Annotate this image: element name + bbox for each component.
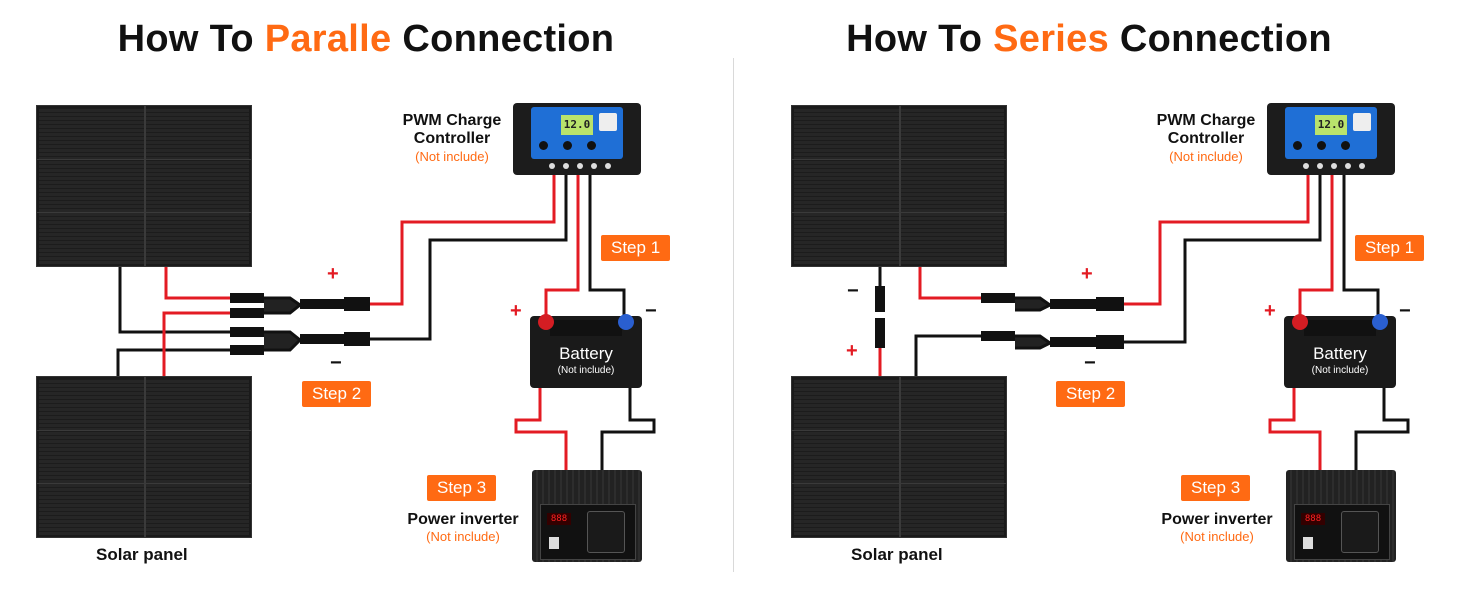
usb-port-icon: [1353, 113, 1371, 131]
inverter-display: 888: [1301, 513, 1325, 525]
battery: Battery (Not include): [1284, 314, 1396, 388]
step-3-badge: Step 3: [1181, 475, 1251, 501]
power-inverter: 888: [532, 470, 642, 562]
controller-lcd: 12.0: [561, 115, 593, 135]
parallel-wiring: [116, 175, 656, 472]
solar-panel-bottom: [36, 376, 252, 538]
solar-panel-bottom: [791, 376, 1007, 538]
controller-button: [1317, 141, 1326, 150]
controller-lcd: 12.0: [1315, 115, 1347, 135]
positive-sign: +: [1081, 263, 1093, 285]
controller-note: (Not include): [1169, 149, 1243, 164]
battery-name: Battery: [559, 344, 613, 363]
inverter-note: (Not include): [1180, 529, 1254, 544]
negative-sign: −: [330, 352, 342, 374]
battery-negative-sign: −: [1399, 300, 1411, 322]
series-title: How To Series Connection: [846, 18, 1332, 60]
battery-positive-sign: +: [1264, 300, 1276, 322]
negative-sign: −: [1084, 352, 1096, 374]
controller-button: [563, 141, 572, 150]
battery-note: (Not include): [1311, 365, 1369, 376]
battery: Battery (Not include): [530, 314, 642, 388]
controller-button: [1293, 141, 1302, 150]
step-2-badge: Step 2: [302, 381, 372, 407]
controller-note: (Not include): [415, 149, 489, 164]
step-1-badge: Step 1: [1355, 235, 1425, 261]
positive-terminal-icon: [1292, 314, 1308, 330]
outlet-icon: [1341, 511, 1379, 553]
power-inverter: 888: [1286, 470, 1396, 562]
solar-panel-top: [36, 105, 252, 267]
charge-controller: 12.0: [1267, 103, 1395, 175]
negative-terminal-icon: [618, 314, 634, 330]
charge-controller: 12.0: [513, 103, 641, 175]
step-3-badge: Step 3: [427, 475, 497, 501]
inverter-label: Power inverter (Not include): [1152, 511, 1282, 544]
series-positive-sign: +: [846, 340, 858, 362]
section-divider: [733, 58, 734, 572]
step-2-badge: Step 2: [1056, 381, 1126, 407]
solar-panel-label: Solar panel: [851, 545, 943, 564]
power-switch-icon: [549, 537, 559, 549]
step-1-badge: Step 1: [601, 235, 671, 261]
parallel-section: How To Paralle Connection Solar panel: [36, 18, 671, 564]
controller-button: [587, 141, 596, 150]
outlet-icon: [587, 511, 625, 553]
positive-terminal-icon: [538, 314, 554, 330]
controller-button: [539, 141, 548, 150]
series-section: How To Series Connection Solar panel: [755, 0, 1464, 600]
power-switch-icon: [1303, 537, 1313, 549]
series-negative-sign: −: [847, 280, 859, 302]
usb-port-icon: [599, 113, 617, 131]
solar-panel-top: [791, 105, 1007, 267]
battery-name: Battery: [1313, 344, 1367, 363]
positive-sign: +: [327, 263, 339, 285]
inverter-label: Power inverter (Not include): [398, 511, 528, 544]
battery-note: (Not include): [557, 365, 615, 376]
battery-positive-sign: +: [510, 300, 522, 322]
solar-panel-label: Solar panel: [96, 545, 188, 564]
negative-terminal-icon: [1372, 314, 1388, 330]
controller-button: [1341, 141, 1350, 150]
battery-negative-sign: −: [645, 300, 657, 322]
parallel-title: How To Paralle Connection: [117, 18, 615, 60]
series-wiring: [875, 175, 1410, 472]
inverter-note: (Not include): [426, 529, 500, 544]
inverter-display: 888: [547, 513, 571, 525]
